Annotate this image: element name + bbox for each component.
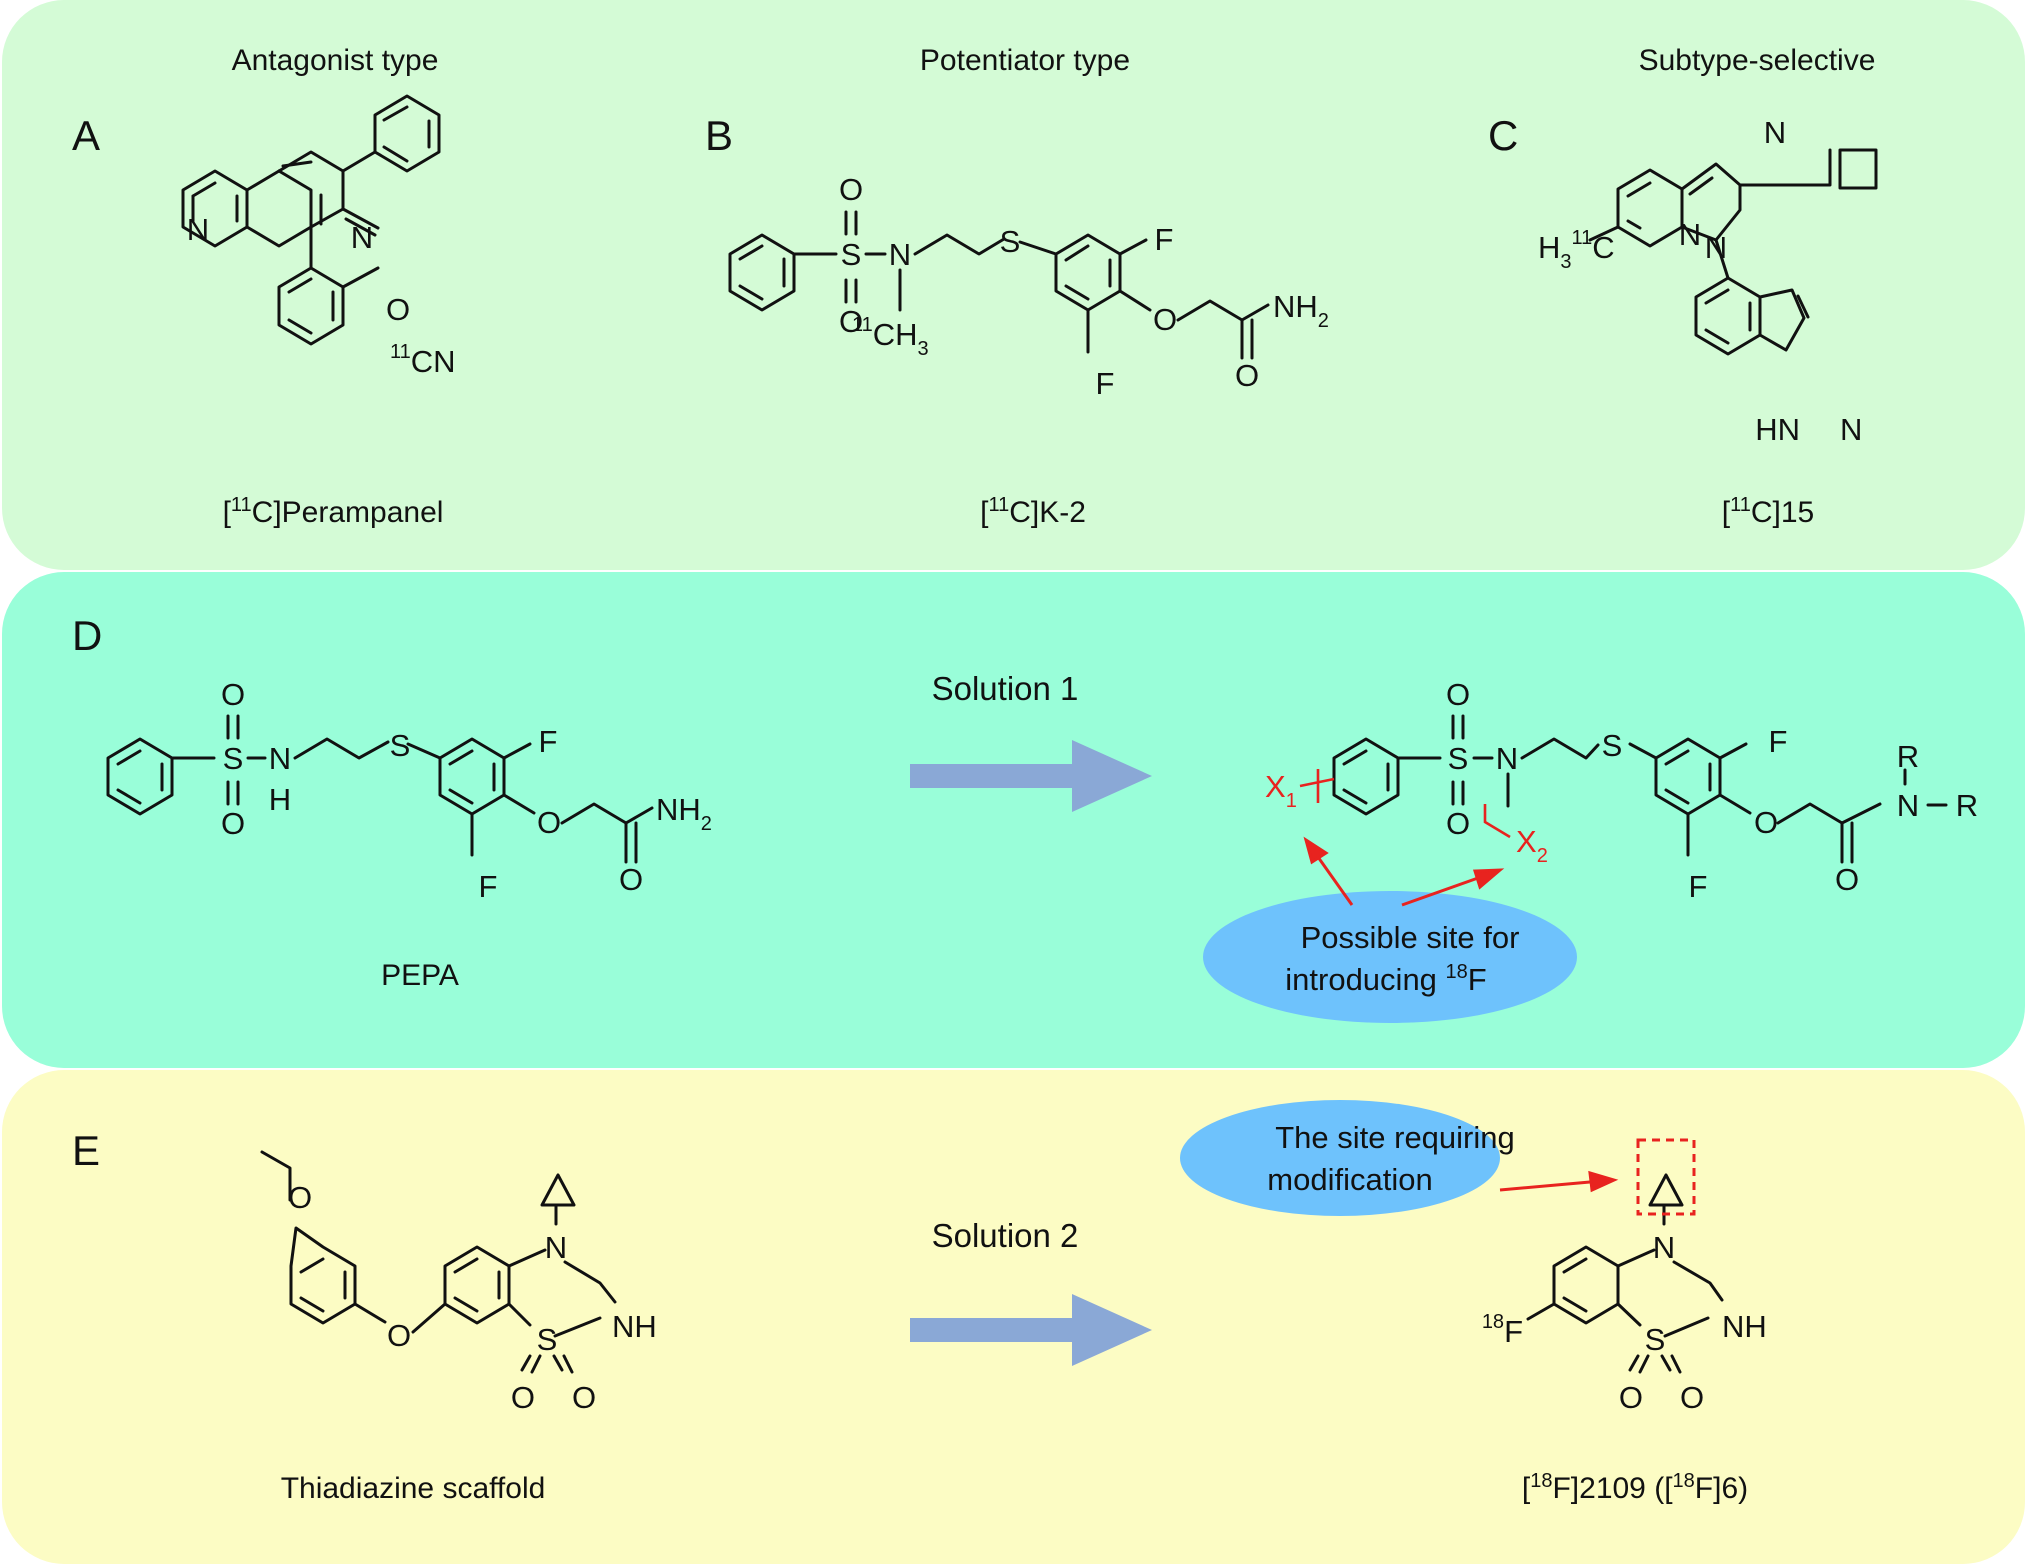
svg-text:S: S — [390, 728, 411, 763]
svg-text:X2: X2 — [1516, 824, 1548, 867]
svg-text:S: S — [1000, 224, 1021, 259]
caption-pepa: PEPA — [381, 959, 459, 992]
svg-text:NH2: NH2 — [1273, 289, 1329, 332]
panel-abc-background — [2, 0, 2025, 570]
svg-text:O: O — [1680, 1380, 1704, 1415]
panel-b-header: Potentiator type — [920, 44, 1130, 77]
svg-text:O: O — [288, 1180, 312, 1215]
callout-site-requiring-modification-line1: The site requiring — [1275, 1120, 1515, 1155]
svg-text:F: F — [1096, 366, 1115, 401]
caption-thiadiazine-scaffold: Thiadiazine scaffold — [281, 1472, 546, 1505]
svg-text:F: F — [1769, 724, 1788, 759]
panel-c-header: Subtype-selective — [1639, 44, 1876, 77]
callout-site-requiring-modification-line2: modification — [1267, 1162, 1432, 1197]
svg-text:O: O — [1754, 805, 1778, 840]
svg-text:O: O — [839, 304, 863, 339]
solution-2-arrow — [910, 1294, 1152, 1366]
svg-text:O: O — [1235, 358, 1259, 393]
svg-text:N: N — [1653, 1230, 1675, 1265]
svg-text:N: N — [1897, 788, 1919, 823]
panel-d-background — [2, 572, 2025, 1068]
solution-1-arrow — [910, 740, 1152, 812]
svg-text:N: N — [1764, 115, 1786, 150]
svg-text:O: O — [619, 862, 643, 897]
panel-a-header: Antagonist type — [232, 44, 439, 77]
svg-text:NH: NH — [612, 1309, 657, 1344]
structure-k2: O S O N S F F O O NH2 11CH3 — [728, 172, 1329, 401]
svg-text:O: O — [511, 1380, 535, 1415]
caption-perampanel: [11C]Perampanel — [223, 494, 444, 529]
svg-text:O: O — [1446, 677, 1470, 712]
callout-possible-site — [1203, 891, 1577, 1023]
svg-text:F: F — [479, 869, 498, 904]
panel-letter-d: D — [72, 612, 102, 659]
svg-text:H311C: H311C — [1538, 227, 1615, 273]
svg-text:N: N — [545, 1230, 567, 1265]
panel-e-background — [2, 1070, 2025, 1564]
caption-k2: [11C]K-2 — [980, 494, 1086, 529]
svg-text:H: H — [269, 782, 291, 817]
svg-text:S: S — [223, 741, 244, 776]
callout-pointer-arrows — [1303, 836, 1505, 907]
svg-text:R: R — [1956, 788, 1978, 823]
svg-text:11CN: 11CN — [390, 341, 456, 379]
svg-text:F: F — [539, 724, 558, 759]
svg-text:F: F — [1155, 222, 1174, 257]
svg-text:N: N — [187, 212, 209, 247]
svg-text:O: O — [839, 172, 863, 207]
svg-text:O: O — [572, 1380, 596, 1415]
caption-18f-2109: [18F]2109 ([18F]6) — [1522, 1470, 1748, 1505]
svg-text:O: O — [1835, 862, 1859, 897]
svg-text:NH2: NH2 — [656, 792, 712, 835]
callout-modification-pointer-arrow — [1499, 1170, 1619, 1193]
svg-text:N: N — [269, 741, 291, 776]
svg-text:O: O — [537, 805, 561, 840]
structure-modified-pepa: O S O N S F F O O R N R X1 X2 — [1265, 677, 1978, 904]
callout-site-requiring-modification — [1180, 1100, 1500, 1216]
svg-text:N: N — [1705, 230, 1727, 265]
svg-text:S: S — [1602, 728, 1623, 763]
svg-text:O: O — [221, 677, 245, 712]
panel-letter-e: E — [72, 1127, 100, 1174]
svg-text:S: S — [841, 237, 862, 272]
structure-thiadiazine-scaffold: O O N NH S O O — [260, 1150, 657, 1415]
svg-text:O: O — [386, 292, 410, 327]
svg-text:O: O — [387, 1318, 411, 1353]
solution-2-label: Solution 2 — [932, 1217, 1079, 1254]
caption-compound-15: [11C]15 — [1722, 494, 1814, 529]
svg-text:N: N — [1496, 741, 1518, 776]
panel-letter-a: A — [72, 112, 100, 159]
svg-text:N: N — [1679, 217, 1701, 252]
panel-letter-c: C — [1488, 112, 1518, 159]
svg-text:O: O — [1153, 302, 1177, 337]
svg-text:O: O — [221, 806, 245, 841]
modification-site-highlight-box — [1636, 1138, 1696, 1216]
structure-pepa: O S O N H S F F O O NH2 — [106, 677, 712, 904]
svg-text:X1: X1 — [1265, 769, 1297, 812]
svg-text:O: O — [1446, 806, 1470, 841]
structure-perampanel: N N O 11CN — [181, 94, 456, 379]
svg-text:F: F — [1689, 869, 1708, 904]
svg-text:11CH3: 11CH3 — [852, 314, 929, 360]
solution-1-label: Solution 1 — [932, 670, 1079, 707]
svg-text:R: R — [1897, 739, 1919, 774]
callout-possible-site-line2: introducing 18F — [1285, 961, 1486, 997]
svg-text:S: S — [1645, 1322, 1666, 1357]
svg-text:S: S — [1448, 741, 1469, 776]
structure-18f-2109: N NH S O O 18F — [1482, 1173, 1767, 1415]
svg-text:O: O — [1619, 1380, 1643, 1415]
svg-text:N: N — [351, 220, 373, 255]
structure-compound-15: N N N N HN H311C — [1538, 115, 1878, 447]
svg-text:N: N — [1840, 412, 1862, 447]
svg-text:N: N — [889, 237, 911, 272]
svg-text:18F: 18F — [1482, 1311, 1523, 1349]
panel-letter-b: B — [705, 112, 733, 159]
svg-text:S: S — [537, 1322, 558, 1357]
svg-text:HN: HN — [1755, 412, 1800, 447]
callout-possible-site-line1: Possible site for — [1301, 920, 1520, 955]
svg-text:NH: NH — [1722, 1309, 1767, 1344]
